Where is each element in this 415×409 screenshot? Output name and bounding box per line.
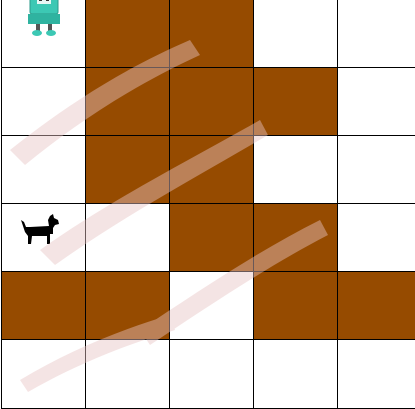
board-cell[interactable] bbox=[1, 67, 87, 137]
board-cell[interactable] bbox=[337, 0, 415, 69]
board-cell[interactable] bbox=[337, 339, 415, 409]
wall-cell[interactable] bbox=[85, 135, 171, 205]
board-cell[interactable] bbox=[1, 203, 87, 273]
wall-cell[interactable] bbox=[253, 271, 339, 341]
board-cell[interactable] bbox=[1, 339, 87, 409]
board-cell[interactable] bbox=[169, 339, 255, 409]
wall-cell[interactable] bbox=[169, 67, 255, 137]
robot-icon bbox=[27, 0, 61, 41]
board-cell[interactable] bbox=[337, 135, 415, 205]
wall-cell[interactable] bbox=[253, 67, 339, 137]
board-cell[interactable] bbox=[253, 135, 339, 205]
wall-cell[interactable] bbox=[85, 271, 171, 341]
board-cell[interactable] bbox=[85, 339, 171, 409]
board-cell[interactable] bbox=[253, 339, 339, 409]
board-cell[interactable] bbox=[337, 203, 415, 273]
wall-cell[interactable] bbox=[253, 203, 339, 273]
board-cell[interactable] bbox=[169, 271, 255, 341]
wall-cell[interactable] bbox=[85, 0, 171, 69]
board-cell[interactable] bbox=[1, 0, 87, 69]
wall-cell[interactable] bbox=[1, 271, 87, 341]
wall-cell[interactable] bbox=[169, 203, 255, 273]
board-cell[interactable] bbox=[85, 203, 171, 273]
wall-cell[interactable] bbox=[169, 135, 255, 205]
wall-cell[interactable] bbox=[337, 271, 415, 341]
wall-cell[interactable] bbox=[85, 67, 171, 137]
dog-icon bbox=[20, 212, 60, 251]
board-cell[interactable] bbox=[253, 0, 339, 69]
board-cell[interactable] bbox=[337, 67, 415, 137]
wall-cell[interactable] bbox=[169, 0, 255, 69]
board-cell[interactable] bbox=[1, 135, 87, 205]
